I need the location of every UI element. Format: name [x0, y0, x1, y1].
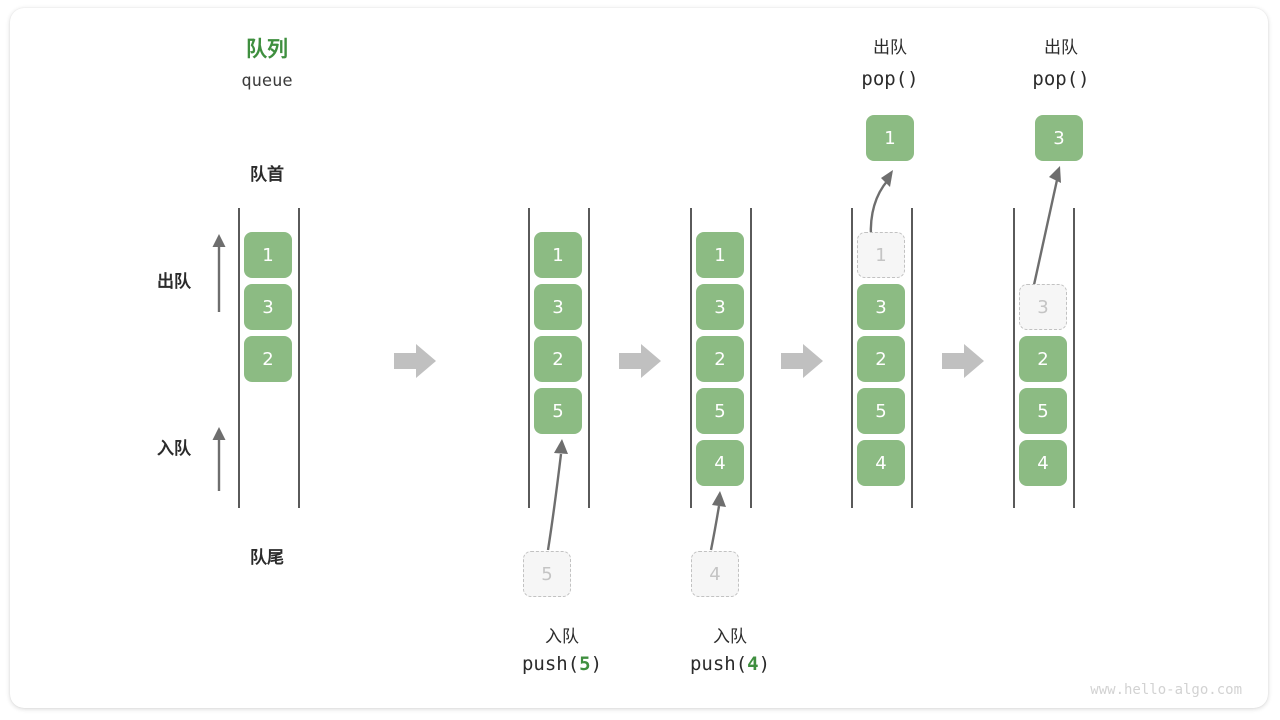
push-label-cn-1: 入队	[545, 627, 579, 647]
code-arg: 5	[579, 653, 591, 675]
enqueue-arrow-icon	[212, 427, 226, 491]
queue-cell: 5	[1019, 388, 1067, 434]
code-prefix: push(	[689, 653, 748, 675]
push-arrow-icon	[546, 439, 568, 551]
queue-rail-right-4	[911, 208, 913, 508]
code-suffix: )	[907, 68, 919, 90]
queue-cell: 1	[244, 232, 292, 278]
watermark: www.hello-algo.com	[1090, 682, 1242, 698]
queue-rail-right-2	[588, 208, 590, 508]
queue-cell-ghost: 1	[857, 232, 905, 278]
enqueue-side-label: 入队	[157, 439, 191, 459]
queue-head-label: 队首	[250, 165, 284, 185]
queue-rail-left-4	[851, 208, 853, 508]
code-suffix: )	[1078, 68, 1090, 90]
queue-cell: 1	[696, 232, 744, 278]
code-prefix: pop(	[1032, 68, 1079, 90]
queue-rail-left-1	[238, 208, 240, 508]
push-label-code-2: push(4)	[655, 653, 805, 675]
step-arrow-icon	[394, 344, 436, 378]
code-suffix: )	[590, 653, 603, 675]
queue-tail-label: 队尾	[250, 548, 284, 568]
queue-cell: 1	[534, 232, 582, 278]
queue-rail-left-2	[528, 208, 530, 508]
queue-title-cn: 队列	[246, 37, 288, 61]
pop-arrow-icon	[1030, 166, 1061, 295]
queue-cell: 5	[696, 388, 744, 434]
incoming-ghost-cell: 4	[691, 551, 739, 597]
dequeue-arrow-icon	[212, 234, 226, 312]
popped-cell: 3	[1035, 115, 1083, 161]
queue-cell: 2	[857, 336, 905, 382]
incoming-ghost-cell: 5	[523, 551, 571, 597]
queue-rail-right-1	[298, 208, 300, 508]
queue-title-en: queue	[241, 71, 293, 91]
push-label-cn-2: 入队	[713, 627, 747, 647]
queue-rail-left-5	[1013, 208, 1015, 508]
queue-rail-right-3	[750, 208, 752, 508]
queue-rail-right-5	[1073, 208, 1075, 508]
step-arrow-icon	[781, 344, 823, 378]
code-prefix: push(	[521, 653, 580, 675]
code-prefix: pop(	[861, 68, 908, 90]
code-suffix: )	[758, 653, 771, 675]
queue-cell: 3	[857, 284, 905, 330]
queue-cell: 5	[857, 388, 905, 434]
queue-cell: 4	[1019, 440, 1067, 486]
popped-cell: 1	[866, 115, 914, 161]
push-label-code-1: push(5)	[487, 653, 637, 675]
queue-cell: 3	[244, 284, 292, 330]
queue-rail-left-3	[690, 208, 692, 508]
step-arrow-icon	[942, 344, 984, 378]
pop-label-code-2: pop()	[986, 68, 1136, 90]
push-arrow-icon	[709, 491, 726, 551]
queue-cell: 2	[696, 336, 744, 382]
queue-cell: 5	[534, 388, 582, 434]
queue-cell: 2	[244, 336, 292, 382]
queue-cell: 2	[1019, 336, 1067, 382]
pop-label-cn-1: 出队	[873, 38, 907, 58]
queue-cell: 4	[857, 440, 905, 486]
queue-cell: 3	[534, 284, 582, 330]
pop-label-cn-2: 出队	[1044, 38, 1078, 58]
queue-cell: 3	[696, 284, 744, 330]
pop-label-code-1: pop()	[815, 68, 965, 90]
pop-arrow-icon	[869, 170, 893, 239]
queue-cell: 2	[534, 336, 582, 382]
queue-cell: 4	[696, 440, 744, 486]
code-arg: 4	[747, 653, 759, 675]
queue-cell-ghost: 3	[1019, 284, 1067, 330]
step-arrow-icon	[619, 344, 661, 378]
dequeue-side-label: 出队	[157, 272, 191, 292]
